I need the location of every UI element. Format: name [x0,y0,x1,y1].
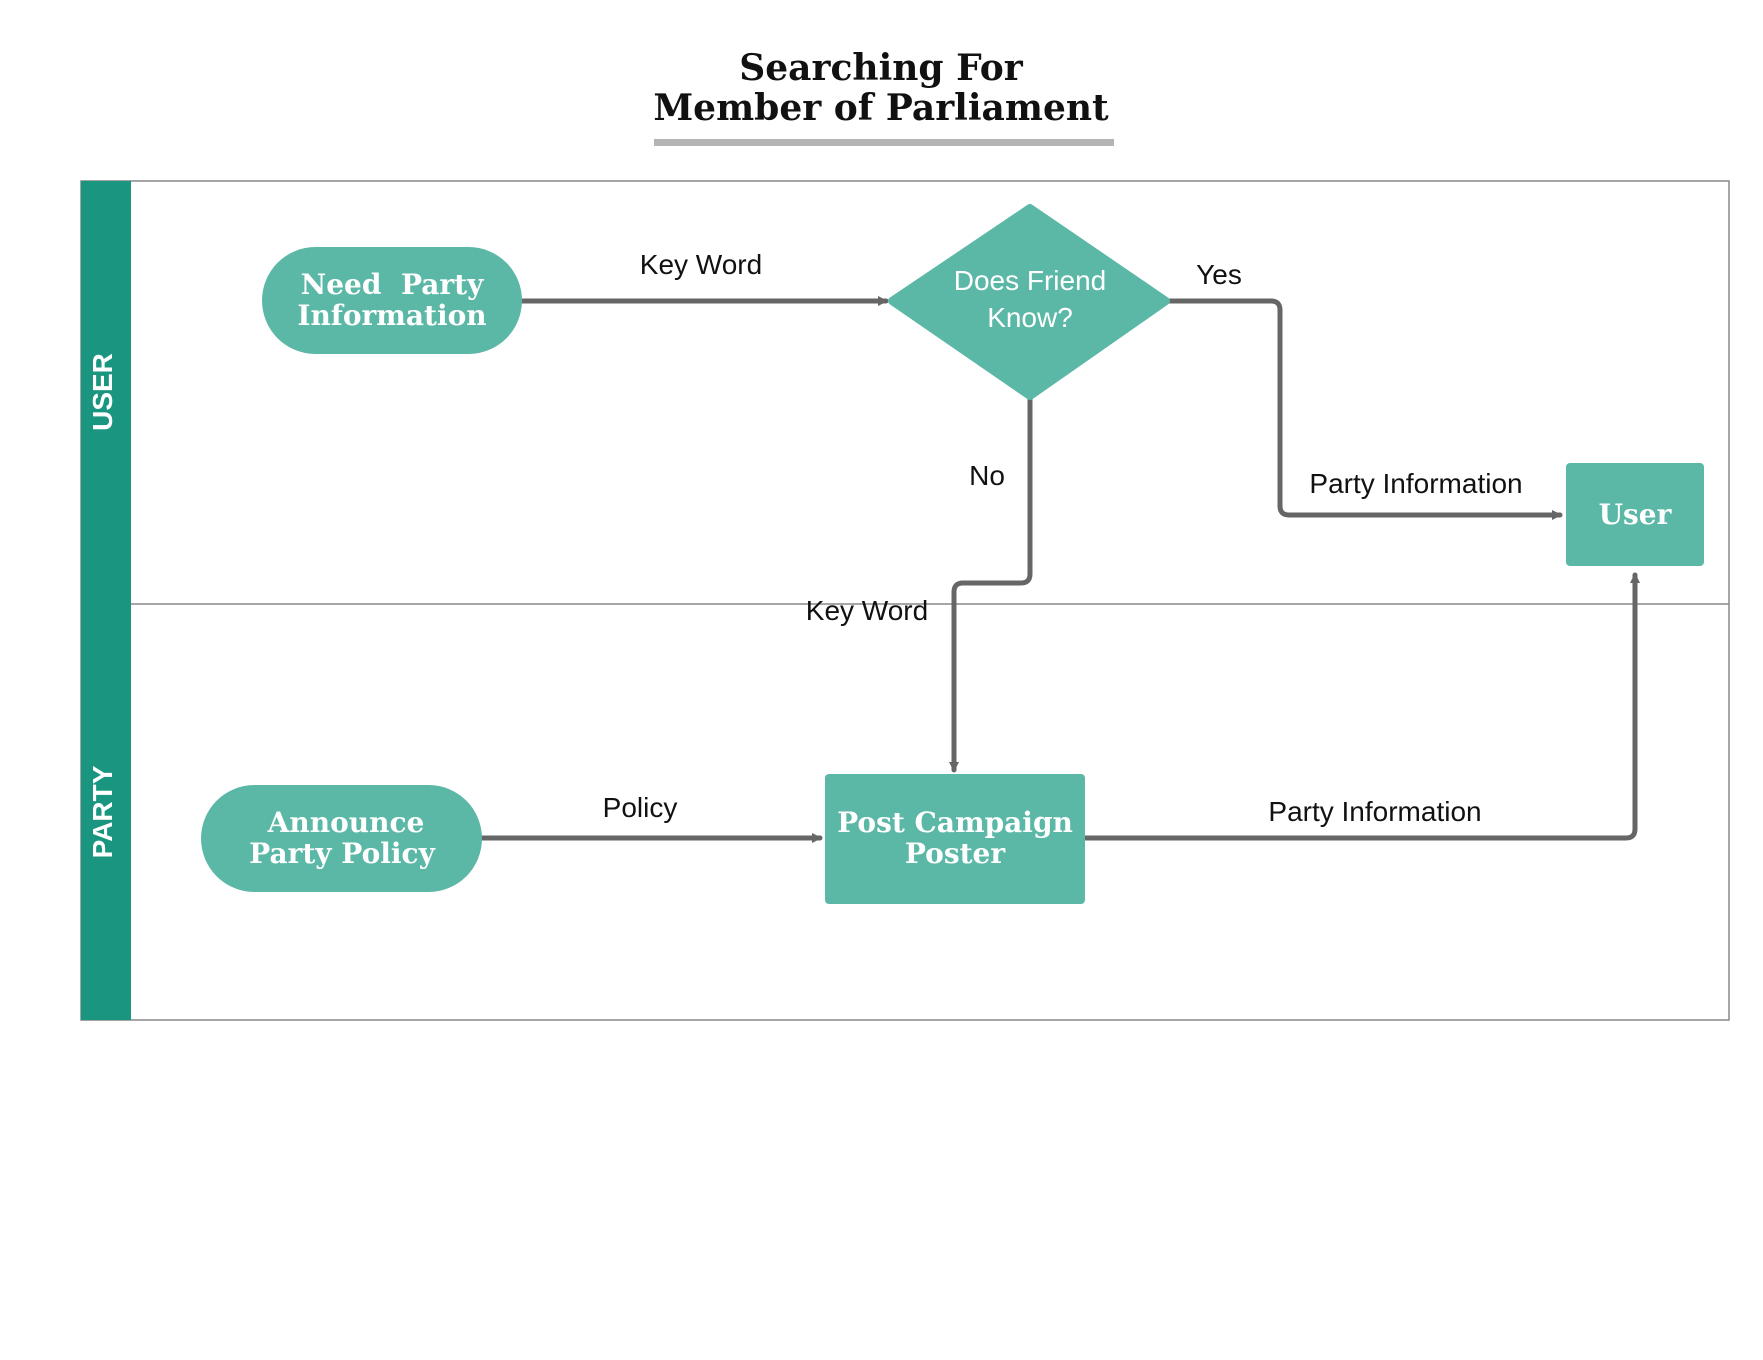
node-does-friend-know-line1: Does Friend [954,265,1107,296]
lane-header-party [81,604,131,1020]
node-does-friend-know-line2: Know? [987,302,1073,333]
lane-label-user: USER [87,353,118,431]
node-post-campaign-poster-line2: Poster [905,837,1006,870]
node-post-campaign-poster [825,774,1085,904]
lane-header-user [81,181,131,604]
lane-label-party: PARTY [87,765,118,858]
edge-poster-to-user [1082,572,1640,841]
node-post-campaign-poster-line1: Post Campaign [837,806,1073,839]
node-announce-line2: Party Policy [249,837,435,870]
title-line-1: Searching For [739,47,1023,89]
edge-label-key-word-bottom: Key Word [806,595,928,626]
edge-label-policy: Policy [603,792,678,823]
edge-yes-to-user [1163,298,1563,520]
title-line-2: Member of Parliament [653,87,1109,129]
node-need-party-information-line2: Information [297,299,486,332]
node-need-party-information [262,247,522,354]
edge-no-to-poster [949,393,1033,773]
edge-label-key-word-top: Key Word [640,249,762,280]
edge-label-no: No [969,460,1005,491]
edge-label-party-information-top: Party Information [1309,468,1522,499]
edge-label-yes: Yes [1196,259,1242,290]
node-announce-party-policy [201,785,482,892]
edge-label-party-information-bottom: Party Information [1268,796,1481,827]
node-need-party-information-line1: Need Party [301,268,484,301]
node-does-friend-know-diamond [888,204,1170,400]
node-user-label: User [1599,498,1673,531]
node-announce-line1: Announce [267,806,425,839]
title-underline [654,139,1114,146]
node-user [1566,463,1704,566]
